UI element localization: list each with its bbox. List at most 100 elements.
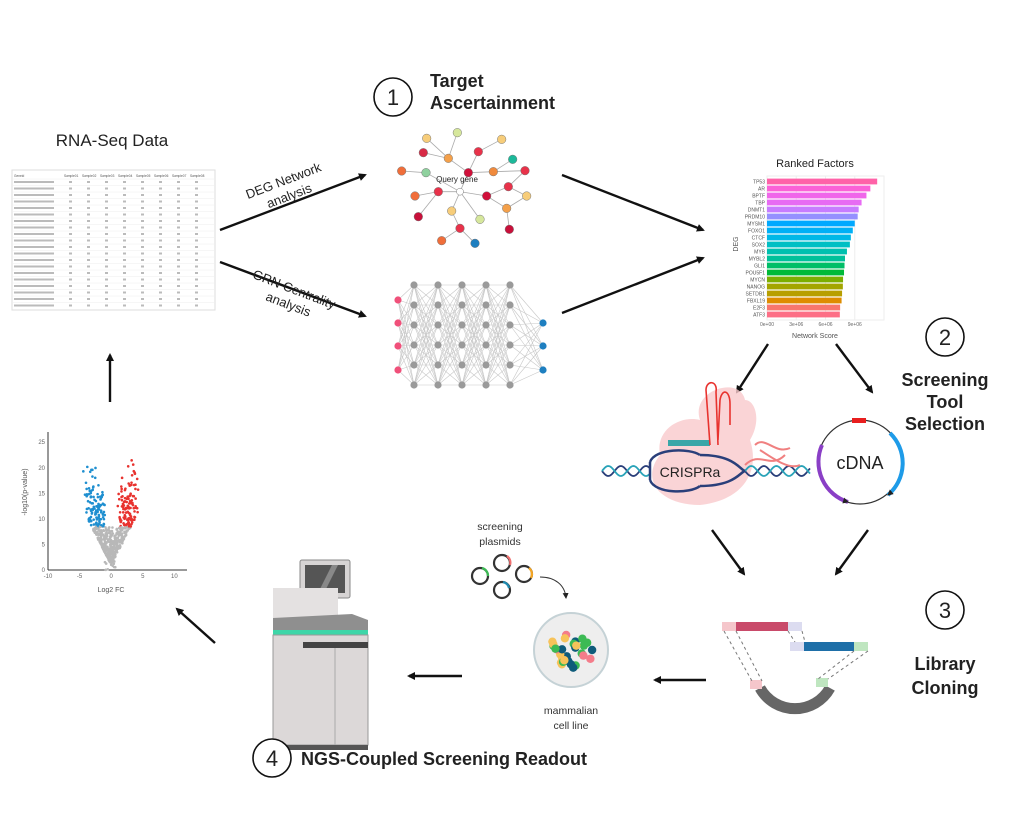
volcano-point-down xyxy=(87,492,91,496)
volcano-point-up xyxy=(126,465,130,468)
volcano-x-tick: -5 xyxy=(77,574,83,580)
table-header: Geneid xyxy=(14,174,25,178)
volcano-point-up xyxy=(135,506,139,510)
volcano-point-up xyxy=(133,515,137,519)
nn-connection xyxy=(437,344,463,386)
table-cell xyxy=(159,226,162,229)
volcano-point-ns xyxy=(119,533,122,537)
step-2-badge xyxy=(925,317,965,357)
table-cell xyxy=(195,252,198,255)
volcano-point-up xyxy=(121,505,125,509)
volcano-point-ns xyxy=(120,525,123,529)
nn-node xyxy=(434,361,442,369)
volcano-point-ns xyxy=(106,567,110,571)
network-node xyxy=(475,214,485,224)
volcano-point-down xyxy=(103,503,106,507)
nn-connection xyxy=(397,284,415,371)
ranked-bar-foxo1 xyxy=(767,227,853,234)
volcano-point-up xyxy=(124,487,127,490)
table-cell xyxy=(141,213,144,216)
table-cell xyxy=(69,220,72,222)
nn-connection xyxy=(397,324,415,347)
volcano-point-ns xyxy=(95,527,98,531)
ranked-bar-dnmt1 xyxy=(767,206,859,213)
nn-node xyxy=(482,381,490,389)
table-cell xyxy=(105,181,108,183)
volcano-point-down xyxy=(92,523,96,526)
table-cell xyxy=(195,298,198,300)
step-3-number: 3 xyxy=(939,598,951,623)
table-header: Sample08 xyxy=(190,174,205,178)
nn-node xyxy=(506,361,514,369)
volcano-point-up xyxy=(126,504,130,508)
table-header: Sample02 xyxy=(82,174,97,178)
table-cell xyxy=(177,259,180,261)
volcano-point-down xyxy=(97,483,100,487)
volcano-point-up xyxy=(131,501,134,505)
step-1-number: 1 xyxy=(387,85,399,110)
ranked-bar-fbxl19 xyxy=(767,297,842,304)
cell xyxy=(566,660,576,669)
table-cell xyxy=(14,233,54,235)
nn-node xyxy=(434,281,442,289)
table-cell xyxy=(159,220,162,222)
volcano-point-down xyxy=(101,490,104,494)
cdna-label: cDNA xyxy=(836,453,883,473)
ranked-category-label: SOX2 xyxy=(752,243,766,249)
table-cell xyxy=(14,298,54,300)
cell xyxy=(560,634,570,643)
network-node xyxy=(397,166,407,176)
volcano-point-ns xyxy=(112,565,116,569)
table-cell xyxy=(195,265,198,268)
volcano-point-up xyxy=(134,487,137,491)
table-cell xyxy=(69,226,72,229)
screening-plasmids xyxy=(470,553,569,600)
network-node xyxy=(422,133,432,143)
table-cell xyxy=(69,213,72,216)
nn-connection xyxy=(437,284,463,326)
table-cell xyxy=(69,265,72,268)
table-cell xyxy=(14,200,54,203)
volcano-point-ns xyxy=(107,540,111,544)
network-node xyxy=(452,128,462,138)
table-cell xyxy=(105,239,108,242)
cell xyxy=(557,645,567,654)
table-cell xyxy=(141,285,144,287)
volcano-point-down xyxy=(88,470,92,474)
volcano-point-down xyxy=(92,485,95,488)
step-2-title: Screening xyxy=(901,370,988,390)
nn-node xyxy=(458,301,466,309)
table-cell xyxy=(195,187,198,190)
nn-connection xyxy=(509,345,544,386)
crispra-illustration: CRISPRa xyxy=(601,381,811,505)
table-cell xyxy=(195,291,198,294)
volcano-point-ns xyxy=(111,552,114,556)
nn-connection xyxy=(461,284,487,366)
table-cell xyxy=(14,259,54,261)
table-cell xyxy=(87,181,90,183)
volcano-point-up xyxy=(130,481,133,484)
nn-node xyxy=(506,301,514,309)
volcano-point-down xyxy=(85,465,89,469)
table-cell xyxy=(14,265,54,268)
table-cell xyxy=(141,194,144,196)
nn-connection xyxy=(509,345,544,366)
ranked-category-label: MYCN xyxy=(750,278,765,284)
volcano-x-tick: 0 xyxy=(110,574,114,580)
nn-node xyxy=(458,341,466,349)
nn-node xyxy=(506,341,514,349)
nn-connection xyxy=(397,345,415,386)
volcano-point-down xyxy=(88,520,91,523)
nn-connection xyxy=(461,344,487,386)
nn-connection xyxy=(397,304,415,371)
volcano-point-ns xyxy=(102,528,105,532)
nn-connection xyxy=(509,344,544,371)
nn-node xyxy=(482,301,490,309)
nn-node xyxy=(506,321,514,329)
volcano-point-up xyxy=(120,490,123,493)
nn-node xyxy=(482,361,490,369)
volcano-point-down xyxy=(92,495,95,499)
network-node xyxy=(413,212,423,222)
table-cell xyxy=(69,298,72,300)
network-node xyxy=(443,153,453,163)
